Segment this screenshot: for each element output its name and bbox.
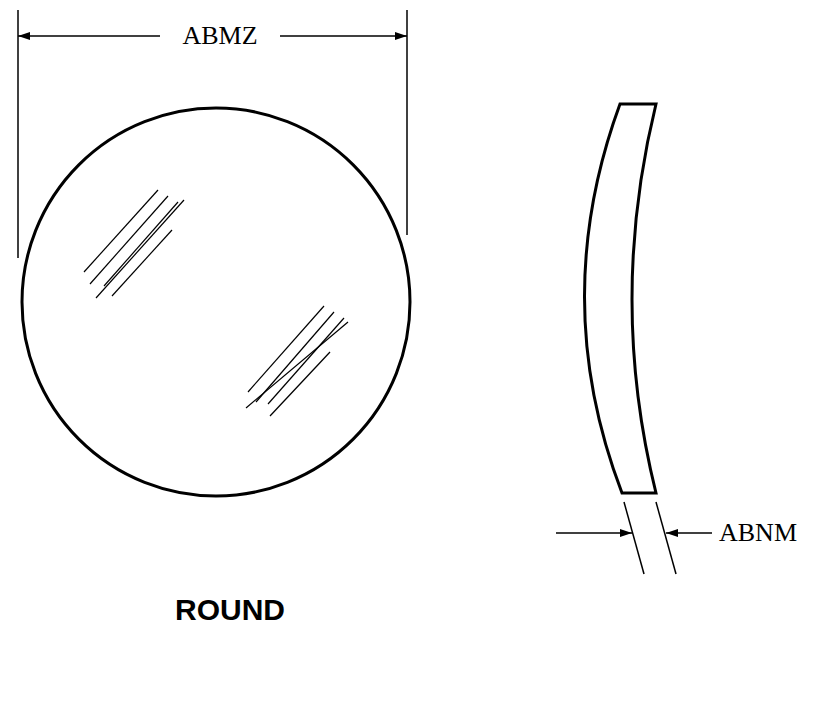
dimension-label: ABMZ bbox=[179, 23, 260, 49]
view-caption: ROUND bbox=[175, 595, 285, 625]
extension-line bbox=[17, 10, 19, 258]
lens-profile bbox=[584, 104, 656, 493]
dimension-line bbox=[18, 35, 160, 37]
extension-line bbox=[406, 10, 408, 235]
extension-line bbox=[624, 502, 644, 574]
dimension-line bbox=[666, 532, 712, 534]
glare-strokes bbox=[84, 190, 348, 416]
dimension-line bbox=[556, 532, 632, 534]
dimension-line bbox=[280, 35, 407, 37]
dimension-label: ABNM bbox=[716, 520, 800, 546]
lens-face bbox=[22, 108, 410, 496]
extension-line bbox=[656, 502, 676, 574]
